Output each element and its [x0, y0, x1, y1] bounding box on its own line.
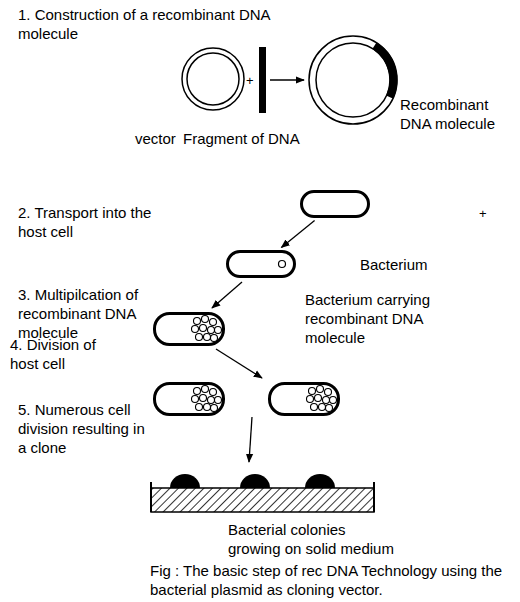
process-arrow	[281, 221, 314, 248]
process-arrow	[212, 282, 242, 308]
process-arrow	[249, 417, 252, 462]
bacterium-outline	[300, 190, 370, 218]
dish-wall	[150, 482, 152, 512]
plasmid-ring	[309, 36, 397, 124]
vector-plasmid-outline	[181, 47, 245, 111]
dna-fragment-outline	[259, 47, 266, 113]
process-arrow	[270, 79, 304, 80]
daughter-bacterium	[155, 384, 224, 415]
plus-sign: +	[246, 71, 260, 90]
vector-plasmid: vector	[181, 47, 245, 111]
step-label: 2. Transport into the host cell	[18, 203, 183, 241]
recombinant-plasmid: Recombinant DNA molecule	[308, 35, 398, 125]
colony	[240, 474, 270, 488]
step-label: 1. Construction of a recombinant DNA mol…	[18, 5, 273, 43]
node-label: Recombinant DNA molecule	[400, 95, 510, 133]
node-label: Bacterium	[360, 255, 460, 274]
cell-wall	[228, 252, 295, 277]
process-arrow	[216, 349, 262, 378]
node-label: Fragment of DNA	[183, 129, 313, 148]
bacterium: Bacterium	[300, 190, 370, 218]
plasmid-ring	[182, 48, 244, 110]
dish-wall	[373, 482, 375, 512]
plus-sign: +	[479, 204, 493, 223]
node-label: Bacterium carrying recombinant DNA molec…	[305, 290, 445, 347]
step-label: 5. Numerous cell division resulting in a…	[18, 400, 150, 457]
solid-medium	[151, 488, 374, 512]
dna-bar	[259, 47, 266, 113]
colony	[170, 474, 200, 488]
colony	[305, 474, 335, 488]
plasmid	[279, 261, 286, 268]
bacterium-multiplying	[155, 314, 224, 345]
node-label: Bacterial colonies growing on solid medi…	[228, 520, 400, 558]
bacterium: Bacterium carrying recombinant DNA molec…	[226, 250, 296, 278]
cell-wall	[302, 192, 369, 217]
inserted-dna	[375, 46, 394, 97]
step-label: 3. Multipilcation of recombinant DNA mol…	[18, 285, 168, 342]
recombinant-plasmid-outline	[308, 35, 398, 125]
culture-dish-outline	[150, 465, 375, 513]
culture-dish: Bacterial colonies growing on solid medi…	[150, 465, 375, 513]
daughter-bacterium	[270, 384, 339, 415]
bacterium-outline	[226, 250, 296, 278]
step-label: 4. Division of host cell	[10, 335, 120, 373]
figure-caption: Fig : The basic step of rec DNA Technolo…	[150, 561, 510, 599]
plasmid-ring	[187, 53, 239, 105]
dna-fragment: Fragment of DNA	[259, 47, 266, 113]
